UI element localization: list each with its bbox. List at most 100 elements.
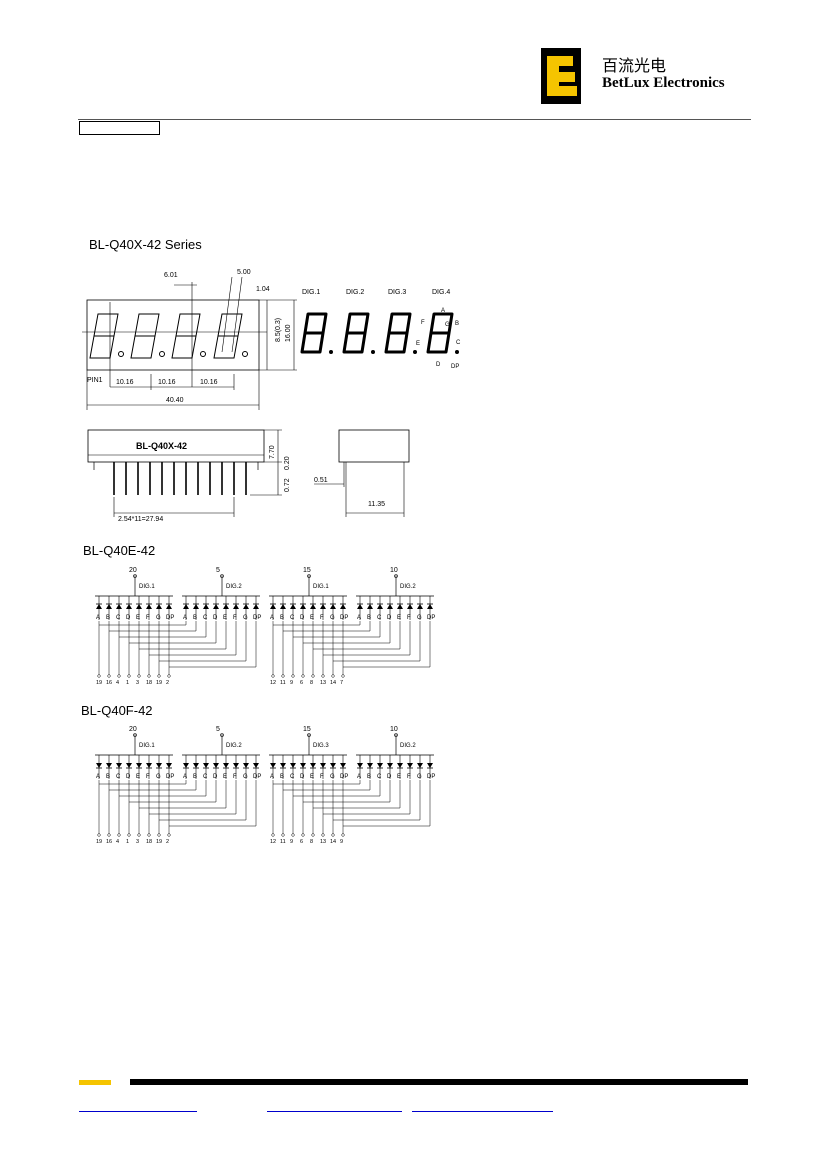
pin-number-label: 3	[136, 839, 139, 845]
segment-label: D	[300, 774, 305, 780]
segment-label: D	[213, 615, 218, 621]
segment-label: A	[270, 615, 274, 621]
digit-label-4: DIG.4	[432, 289, 450, 296]
dim-d5: 8.5(0.3)	[275, 318, 282, 342]
segment-label: C	[290, 774, 295, 780]
segment-label: C	[203, 615, 208, 621]
digit-label: DIG.2	[400, 743, 416, 749]
footer-accent-bar	[79, 1080, 111, 1085]
pin-number-label: 1	[126, 839, 129, 845]
footer-link-1[interactable]	[79, 1111, 197, 1112]
diode-symbol	[253, 604, 259, 609]
diode-symbol	[367, 763, 373, 768]
diode-symbol	[377, 604, 383, 609]
segment-label-g: G	[445, 322, 450, 328]
diode-symbol	[320, 604, 326, 609]
segment-label: D	[300, 615, 305, 621]
digit-label-3: DIG.3	[388, 289, 406, 296]
diode-symbol	[156, 604, 162, 609]
segment-label-c: C	[456, 340, 461, 346]
brand-name-cn: 百流光电	[602, 56, 667, 75]
diode-symbol	[193, 604, 199, 609]
pin-number-label: 16	[106, 680, 112, 686]
common-pin-label: 5	[216, 726, 220, 733]
pin-number-label: 18	[146, 839, 152, 845]
segment-label-b: B	[455, 321, 459, 327]
footer-link-3[interactable]	[412, 1111, 553, 1112]
series-title: BL-Q40X-42 Series	[89, 237, 202, 252]
diode-symbol	[253, 763, 259, 768]
dim-total: 40.40	[166, 397, 184, 404]
diode-symbol	[300, 763, 306, 768]
pin-number-label: 11	[280, 839, 286, 845]
pin-number-label: 19	[96, 839, 102, 845]
pin-number-label: 2	[166, 680, 169, 686]
digit-label: DIG.1	[139, 584, 155, 590]
segment-label: DP	[166, 774, 174, 780]
diode-symbol	[136, 763, 142, 768]
diode-symbol	[126, 763, 132, 768]
diode-symbol	[357, 604, 363, 609]
diode-symbol	[183, 763, 189, 768]
dim-d3: 1.04	[256, 286, 270, 293]
segment-label: G	[417, 615, 422, 621]
segment-label: D	[387, 774, 392, 780]
pin-number-label: 19	[156, 680, 162, 686]
segment-label: G	[156, 774, 161, 780]
diode-symbol	[270, 763, 276, 768]
diode-symbol	[330, 763, 336, 768]
segment-label: E	[310, 774, 314, 780]
pin-terminal	[147, 674, 151, 678]
segment-label: G	[156, 615, 161, 621]
dim-pitch-2: 10.16	[158, 379, 176, 386]
dim-d2: 5.00	[237, 269, 251, 276]
diode-symbol	[136, 604, 142, 609]
diode-symbol	[397, 763, 403, 768]
segment-label: C	[203, 774, 208, 780]
segment-label: A	[96, 774, 100, 780]
segment-label: G	[330, 615, 335, 621]
diode-symbol	[203, 604, 209, 609]
common-terminal	[133, 733, 137, 737]
segment-label: F	[146, 615, 150, 621]
diode-symbol	[223, 763, 229, 768]
segment-label: DP	[166, 615, 174, 621]
common-pin-label: 10	[390, 567, 398, 574]
diode-symbol	[407, 604, 413, 609]
diode-symbol	[116, 604, 122, 609]
pin-number-label: 9	[290, 839, 293, 845]
segment-label: D	[126, 774, 131, 780]
diode-symbol	[280, 604, 286, 609]
pin-number-label: 6	[300, 680, 303, 686]
header-tab-box	[79, 121, 160, 135]
footer-link-2[interactable]	[267, 1111, 402, 1112]
dim-pitch-3: 10.16	[200, 379, 218, 386]
digit-label-2: DIG.2	[346, 289, 364, 296]
diode-symbol	[166, 763, 172, 768]
segment-label: G	[243, 774, 248, 780]
pin-number-label: 19	[156, 839, 162, 845]
pin-number-label: 14	[330, 680, 336, 686]
diode-symbol	[310, 604, 316, 609]
pin-terminal	[311, 833, 315, 837]
dim-d4: 16.00	[285, 324, 292, 342]
side-view-label: BL-Q40X-42	[136, 441, 187, 451]
diode-symbol	[243, 763, 249, 768]
brand-name-en: BetLux Electronics	[602, 75, 725, 91]
diode-symbol	[96, 763, 102, 768]
footer-rule	[130, 1079, 748, 1085]
pin-number-label: 7	[340, 680, 343, 686]
segment-label: F	[233, 615, 237, 621]
common-pin-label: 20	[129, 726, 137, 733]
segment-label: F	[320, 774, 324, 780]
segment-label: F	[407, 774, 411, 780]
diode-symbol	[233, 763, 239, 768]
diode-symbol	[106, 604, 112, 609]
digit-label: DIG.1	[313, 584, 329, 590]
segment-label: C	[377, 774, 382, 780]
diode-symbol	[280, 763, 286, 768]
digit-label: DIG.3	[313, 743, 329, 749]
segment-diagram: DIG.1 DIG.2 DIG.3 DIG.4 A B C D E F G DP	[300, 289, 461, 370]
digit-label: DIG.1	[139, 743, 155, 749]
